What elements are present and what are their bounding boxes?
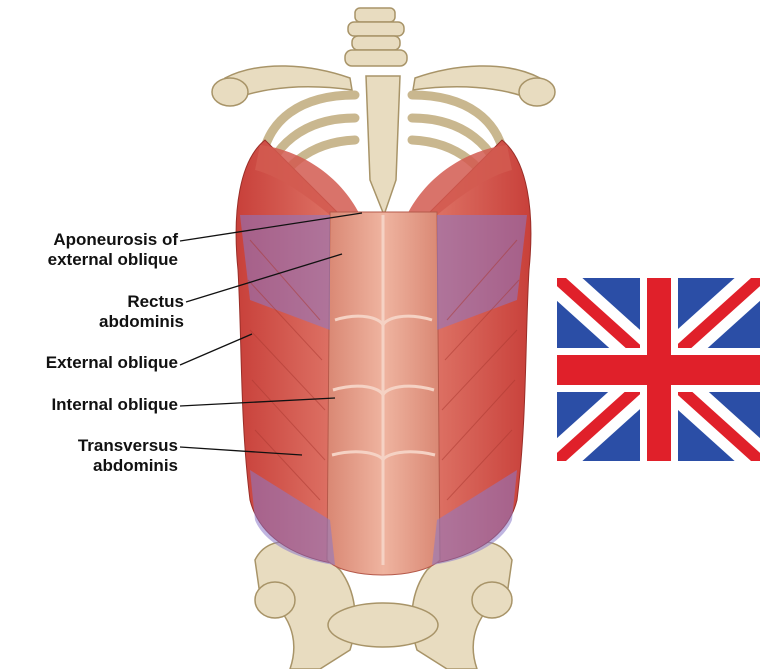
label-rectus-abdominis: Rectus abdominis [60,292,184,332]
union-jack-flag [557,278,760,461]
sternum [366,76,400,215]
cervical-spine [345,8,407,66]
label-external-oblique: External oblique [6,353,178,373]
label-internal-oblique: Internal oblique [6,395,178,415]
label-aponeurosis: Aponeurosis of external oblique [10,230,178,270]
label-transversus-abdominis: Transversus abdominis [30,436,178,476]
